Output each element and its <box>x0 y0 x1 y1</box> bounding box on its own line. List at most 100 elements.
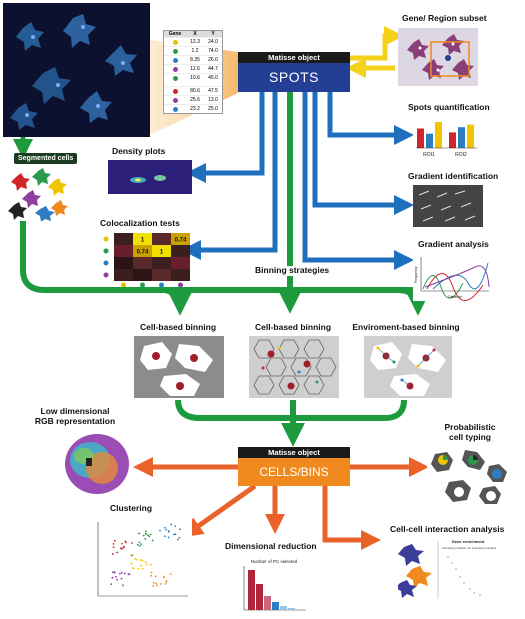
cells-object-title: CELLS/BINS <box>238 458 350 486</box>
cluster-point <box>152 581 155 584</box>
roi-bar <box>467 124 474 148</box>
coloc-cell <box>152 257 171 269</box>
gene-color-dot <box>164 97 186 103</box>
cluster-point <box>110 583 113 586</box>
roi-bar <box>449 132 456 148</box>
gene-x-value: 1.2 <box>191 48 199 54</box>
dimensional-reduction-plot: Number of PC selected <box>240 556 308 614</box>
cluster-point <box>120 577 123 580</box>
cluster-point <box>145 532 148 535</box>
cluster-point <box>142 534 145 537</box>
coloc-row-dot <box>103 248 109 254</box>
blue-arrow-gradient-id <box>312 92 414 215</box>
cluster-point <box>174 525 177 528</box>
cluster-point <box>165 528 168 531</box>
density-plots-label: Density plots <box>112 146 166 156</box>
gene-y-value: 44.7 <box>208 66 218 72</box>
cluster-point <box>145 563 148 566</box>
roi-bar <box>417 128 424 148</box>
cluster-point <box>131 542 133 544</box>
colocalization-tests-label: Colocalization tests <box>100 218 180 228</box>
spots-object-header: Matisse object <box>238 52 350 63</box>
cell-based-binning-1-image <box>134 336 224 398</box>
no-interacting-neighbor-label: No interacting neighbor <box>468 546 497 550</box>
gene-x-value: 12.3 <box>190 39 200 45</box>
cluster-point <box>141 559 144 562</box>
cluster-point <box>174 533 177 536</box>
cluster-point <box>138 532 140 535</box>
coloc-cell <box>114 245 133 257</box>
gene-y-value: 25.0 <box>208 106 218 112</box>
cluster-point <box>140 564 142 567</box>
cluster-point <box>176 538 179 541</box>
roi1-label: ROI1 <box>423 152 435 158</box>
cluster-point <box>163 576 165 579</box>
interacting-neighbor-label: Interacting neighbor <box>442 546 467 550</box>
gene-color-dot <box>164 66 186 72</box>
low-dim-rgb-label-line2: RGB representation <box>34 416 116 426</box>
gene-col-header: Gene <box>168 31 182 37</box>
cluster-point <box>123 572 126 575</box>
coloc-cell <box>152 233 171 245</box>
gene-table-row: 12.3 24.0 <box>164 37 222 46</box>
cluster-point <box>118 572 121 575</box>
coloc-row-dot <box>103 236 109 242</box>
coloc-col-dot <box>140 282 145 287</box>
dimred-title: Number of PC selected <box>251 559 298 564</box>
dimensional-reduction-label: Dimensional reduction <box>225 541 317 551</box>
cell-based-binning-1-label: Cell-based binning <box>139 322 217 332</box>
cluster-point <box>150 563 152 566</box>
roi-bar <box>435 122 442 148</box>
cluster-point <box>170 523 173 526</box>
coloc-cell <box>114 257 133 269</box>
segmented-cells-image <box>8 165 70 221</box>
cluster-point <box>112 543 115 545</box>
probabilistic-cell-typing-image <box>427 446 511 508</box>
coloc-cell <box>171 233 190 245</box>
cluster-point <box>135 558 138 561</box>
y-col-header: Y <box>211 31 215 37</box>
environment-based-binning-label: Enviroment-based binning <box>352 322 460 332</box>
cluster-point <box>140 543 143 546</box>
green-arrow-segmented-down <box>20 220 470 293</box>
gradient-identification-image <box>413 185 483 227</box>
cluster-point <box>149 533 152 536</box>
coloc-col-dot <box>178 282 183 287</box>
rgb-representation-image <box>62 430 132 498</box>
spots-quantification-label: Spots quantification <box>408 102 490 112</box>
cluster-point <box>145 530 147 533</box>
cluster-point <box>163 526 166 529</box>
coloc-cell <box>114 233 133 245</box>
cluster-point <box>134 557 136 560</box>
gene-color-dot <box>164 48 186 54</box>
coloc-value: 0.74 <box>137 250 149 256</box>
gene-y-value: 24.0 <box>208 39 218 45</box>
cell-based-binning-2-label: Cell-based binning <box>254 322 332 332</box>
blue-arrow-density <box>186 92 265 183</box>
probabilistic-label-line2: cell typing <box>448 432 492 442</box>
cluster-point <box>164 535 166 538</box>
coloc-cell <box>171 269 190 281</box>
cluster-point <box>168 530 170 532</box>
cluster-point <box>112 546 115 549</box>
blue-arrow-quant <box>327 92 414 145</box>
green-arrow-to-binning-1 <box>164 287 192 316</box>
coloc-cell <box>114 269 133 281</box>
gene-color-dot <box>164 106 186 112</box>
cluster-point <box>111 553 114 555</box>
segmented-cells-tag: Segmented cells <box>14 153 78 164</box>
cluster-point <box>159 529 161 532</box>
gene-color-dot <box>164 75 186 81</box>
orange-arrow-clustering <box>182 483 257 538</box>
cluster-point <box>132 567 135 570</box>
coloc-cell <box>133 257 152 269</box>
gene-x-value: 8.35 <box>190 57 200 63</box>
cluster-point <box>164 583 167 585</box>
